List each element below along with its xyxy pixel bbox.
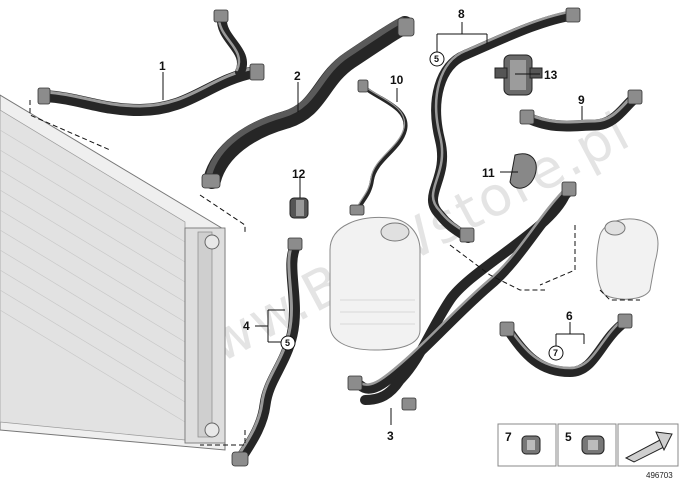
bracket-11 xyxy=(509,153,537,189)
callout-8: 8 xyxy=(458,7,465,21)
callout-3: 3 xyxy=(387,429,394,443)
callouts: 1 2 10 12 8 5 13 9 11 4 5 6 7 xyxy=(159,7,585,443)
callout-10: 10 xyxy=(390,73,404,87)
expansion-tank-right xyxy=(596,218,659,300)
hose-9 xyxy=(519,89,643,132)
expansion-tank-center xyxy=(329,216,421,351)
callout-12: 12 xyxy=(292,167,306,181)
hose-4 xyxy=(231,237,303,467)
connector-12 xyxy=(289,197,309,219)
callout-5-circled-left: 5 xyxy=(285,338,290,348)
hose-1 xyxy=(37,9,265,116)
hose-8 xyxy=(427,7,581,243)
callout-1: 1 xyxy=(159,59,166,73)
radiator xyxy=(0,94,226,451)
connection-lines xyxy=(29,100,640,446)
clamp-5-icon xyxy=(581,435,605,455)
pipe-10 xyxy=(349,79,408,216)
legend: 7 5 xyxy=(497,423,679,467)
callout-9: 9 xyxy=(578,93,585,107)
diagram-number: 496703 xyxy=(646,471,673,480)
callout-2: 2 xyxy=(294,69,301,83)
callout-7-circled: 7 xyxy=(553,348,558,358)
callout-13: 13 xyxy=(544,68,558,82)
callout-4: 4 xyxy=(243,319,250,333)
arrow-icon xyxy=(624,431,673,463)
callout-11: 11 xyxy=(482,166,495,180)
clamp-7-icon xyxy=(521,435,541,455)
valve-13 xyxy=(494,54,543,96)
hose-6 xyxy=(499,313,633,377)
legend-item-5-label: 5 xyxy=(565,430,572,444)
hose-3 xyxy=(347,181,577,411)
hose-2 xyxy=(201,16,415,189)
legend-item-7-label: 7 xyxy=(505,430,512,444)
callout-6: 6 xyxy=(566,309,573,323)
callout-5-circled-top: 5 xyxy=(434,54,439,64)
